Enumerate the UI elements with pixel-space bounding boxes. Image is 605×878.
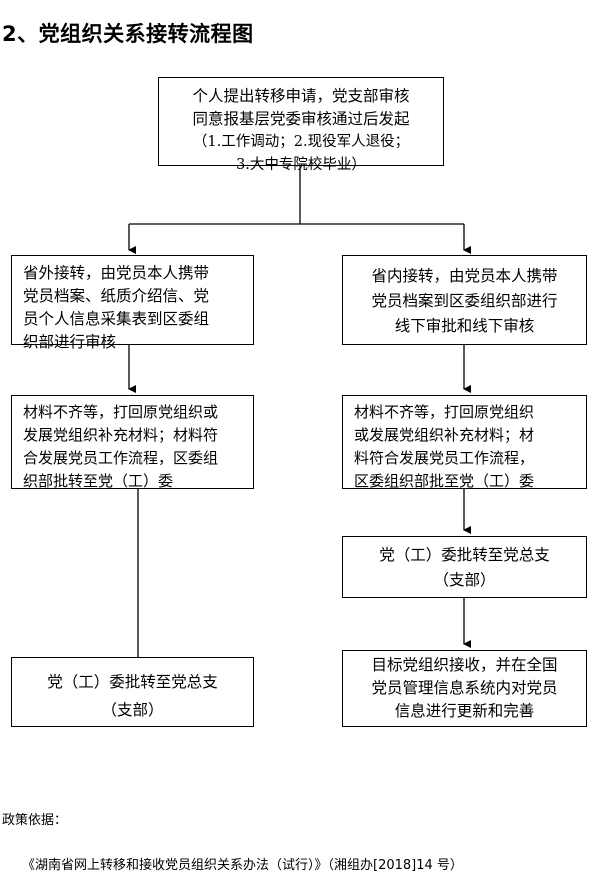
start-line-2: 同意报基层党委审核通过后发起: [192, 110, 410, 128]
right2-line-3: 料符合发展党员工作流程，: [354, 449, 535, 467]
right2-box: 材料不齐等，打回原党组织 或发展党组织补充材料；材 料符合发展党员工作流程， 区…: [342, 395, 587, 490]
left1-line-3: 员个人信息采集表到区委组: [23, 310, 210, 328]
right4-line-2: 党员管理信息系统内对党员: [371, 679, 558, 697]
left3-line-2: （支部）: [101, 701, 164, 719]
left2-box: 材料不齐等，打回原党组织或 发展党组织补充材料；材料符 合发展党员工作流程，区委…: [11, 395, 254, 490]
left1-box: 省外接转，由党员本人携带 党员档案、纸质介绍信、党 员个人信息采集表到区委组 织…: [11, 255, 254, 351]
right4-line-3: 信息进行更新和完善: [394, 702, 535, 720]
right1-box: 省内接转，由党员本人携带 党员档案到区委组织部进行 线下审批和线下审核: [342, 255, 587, 345]
right4-line-1: 目标党组织接收，并在全国: [371, 656, 558, 674]
left2-line-4: 织部批转至党（工）委: [23, 472, 174, 490]
left2-line-1: 材料不齐等，打回原党组织或: [23, 403, 219, 421]
start-line-1: 个人提出转移申请，党支部审核: [192, 87, 410, 105]
left2-line-2: 发展党组织补充材料；材料符: [23, 426, 219, 444]
page-title: 2、党组织关系接转流程图: [2, 22, 254, 46]
start-line-4: 3.大中专院校毕业）: [236, 157, 366, 173]
left1-line-1: 省外接转，由党员本人携带: [23, 264, 210, 282]
right2-line-4: 区委组织部批至党（工）委: [354, 472, 535, 490]
left1-line-2: 党员档案、纸质介绍信、党: [23, 287, 210, 305]
left2-line-3: 合发展党员工作流程，区委组: [23, 449, 219, 467]
right1-line-2: 党员档案到区委组织部进行: [371, 292, 558, 310]
start-box: 个人提出转移申请，党支部审核 同意报基层党委审核通过后发起 （1.工作调动；2.…: [158, 77, 444, 173]
right1-line-1: 省内接转，由党员本人携带: [371, 267, 558, 285]
right3-box: 党（工）委批转至党总支 （支部）: [342, 536, 587, 598]
policy-reference: 《湖南省网上转移和接收党员组织关系办法（试行）》（湘组办[2018]14 号）: [22, 858, 463, 873]
left3-box: 党（工）委批转至党总支 （支部）: [11, 657, 254, 727]
right2-line-2: 或发展党组织补充材料；材: [354, 426, 535, 444]
right2-line-1: 材料不齐等，打回原党组织: [354, 403, 535, 421]
left3-line-1: 党（工）委批转至党总支: [47, 673, 218, 691]
right1-line-3: 线下审批和线下审核: [394, 317, 535, 335]
right3-line-1: 党（工）委批转至党总支: [379, 546, 550, 564]
right4-box: 目标党组织接收，并在全国 党员管理信息系统内对党员 信息进行更新和完善: [342, 650, 587, 727]
right3-line-2: （支部）: [433, 571, 496, 589]
left1-line-4: 织部进行审核: [23, 333, 117, 351]
policy-basis-label: 政策依据：: [2, 813, 68, 828]
start-line-3: （1.工作调动；2.现役军人退役；: [192, 134, 410, 150]
